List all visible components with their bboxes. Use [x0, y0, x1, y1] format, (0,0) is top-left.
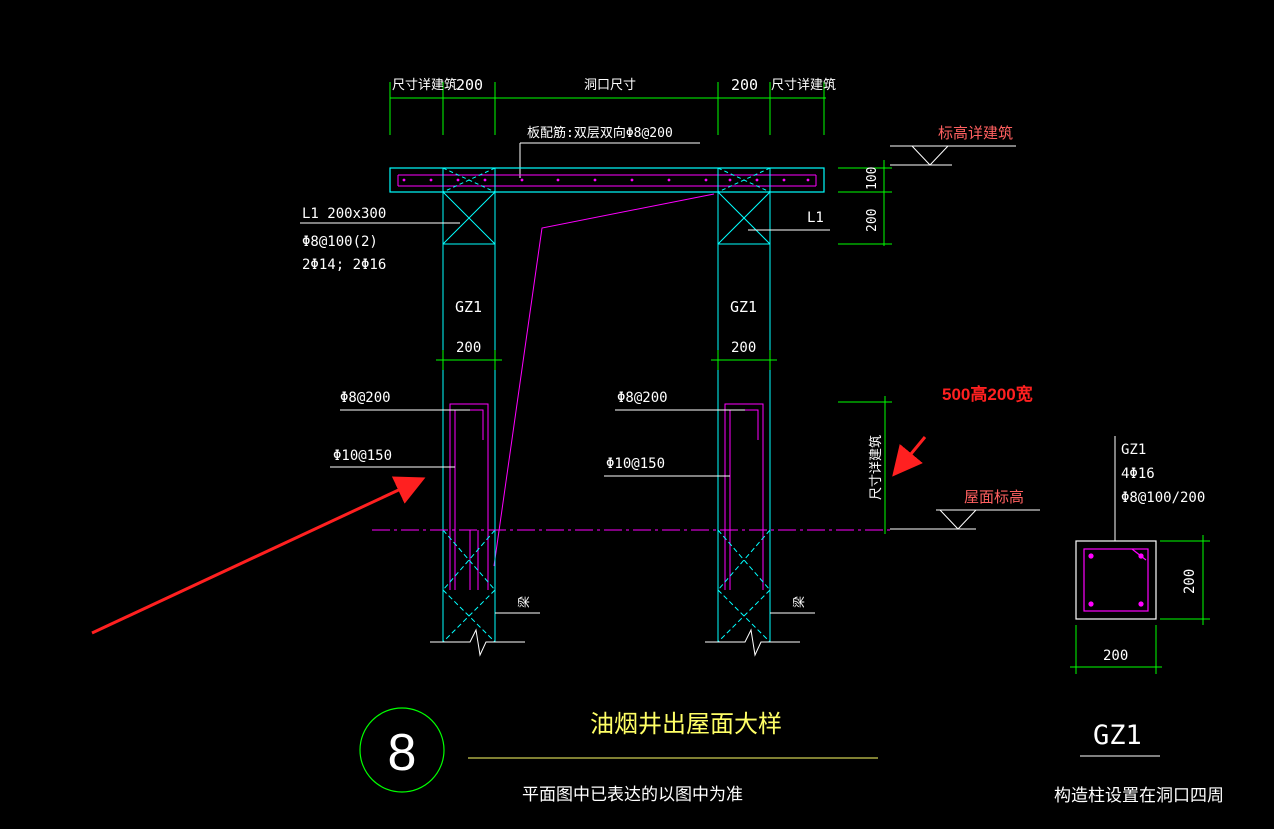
upstand-dim-label: 尺寸详建筑 [868, 435, 884, 500]
beam-left-line3: 2Φ14; 2Φ16 [302, 257, 386, 273]
beam-left-line2: Φ8@100(2) [302, 234, 378, 250]
gz-right-label: GZ1 [730, 298, 757, 316]
elevation-roof-label: 屋面标高 [964, 488, 1024, 506]
gz-right-vbar: Φ10@150 [606, 456, 665, 472]
column-right [717, 244, 771, 642]
dim-right-col: 200 [731, 76, 758, 94]
dim-left-col: 200 [456, 76, 483, 94]
section-height: 200 [1182, 569, 1198, 594]
slab-dim [838, 160, 892, 246]
section-gz1 [1075, 540, 1157, 620]
gz-left-vbar: Φ10@150 [333, 448, 392, 464]
annotation-arrow-right [892, 436, 927, 477]
gz-left-label: GZ1 [455, 298, 482, 316]
beam-right-section [717, 167, 771, 245]
gz-right-width-dim [711, 350, 777, 370]
column-left [442, 244, 496, 642]
slab-thk-dim: 100 [865, 167, 880, 190]
detail-number-circle [359, 707, 445, 793]
beam-right-label: L1 [807, 210, 824, 226]
detail-number: 8 [388, 724, 417, 782]
section-line3: Φ8@100/200 [1121, 490, 1205, 506]
elevation-top-label: 标高详建筑 [938, 124, 1013, 142]
dim-left-arch: 尺寸详建筑 [392, 77, 457, 93]
section-width: 200 [1103, 648, 1128, 664]
annotation-arrow-left [91, 476, 426, 635]
detail-note: 平面图中已表达的以图中为准 [522, 785, 743, 805]
elevation-roof-symbol [890, 509, 1040, 530]
diagonal-rebar [493, 193, 715, 567]
section-height-dim [1160, 535, 1210, 625]
gz-right-leaders [604, 409, 745, 477]
gz-left-stirrup: Φ8@200 [340, 390, 391, 406]
section-line2: 4Φ16 [1121, 466, 1155, 482]
section-subtitle: 构造柱设置在洞口四周 [1054, 786, 1224, 806]
column-left-lower-x [442, 529, 496, 643]
beam-tag-left: 梁 [516, 596, 531, 608]
top-dimension [389, 82, 826, 135]
section-width-dim [1070, 625, 1162, 674]
beam-h-dim: 200 [865, 209, 880, 232]
beam-left-line1: L1 200x300 [302, 206, 386, 222]
gz-right-width: 200 [731, 340, 756, 356]
gz-left-leaders [330, 409, 470, 468]
dim-opening: 洞口尺寸 [584, 78, 636, 93]
elevation-top-symbol [890, 145, 1016, 166]
roof-slab [389, 167, 825, 193]
gz-left-width-dim [436, 350, 502, 370]
slab-rebar-note: 板配筋:双层双向Φ8@200 [527, 125, 673, 141]
column-right-lower-x [717, 529, 771, 643]
section-title: GZ1 [1093, 720, 1142, 751]
gz-right-stirrup: Φ8@200 [617, 390, 668, 406]
detail-title: 油烟井出屋面大样 [590, 710, 782, 738]
section-line1: GZ1 [1121, 442, 1146, 458]
beam-tag-right: 梁 [791, 596, 806, 608]
beam-left-section [442, 167, 496, 245]
upstand-rebar-left [449, 403, 489, 590]
slab-rebar-leader [519, 142, 700, 178]
annotation-note: 500高200宽 [942, 384, 1033, 404]
dim-right-arch: 尺寸详建筑 [771, 77, 836, 93]
upstand-dim [838, 396, 892, 534]
break-lines [430, 628, 800, 657]
gz-left-width: 200 [456, 340, 481, 356]
upstand-rebar-right [724, 403, 764, 590]
